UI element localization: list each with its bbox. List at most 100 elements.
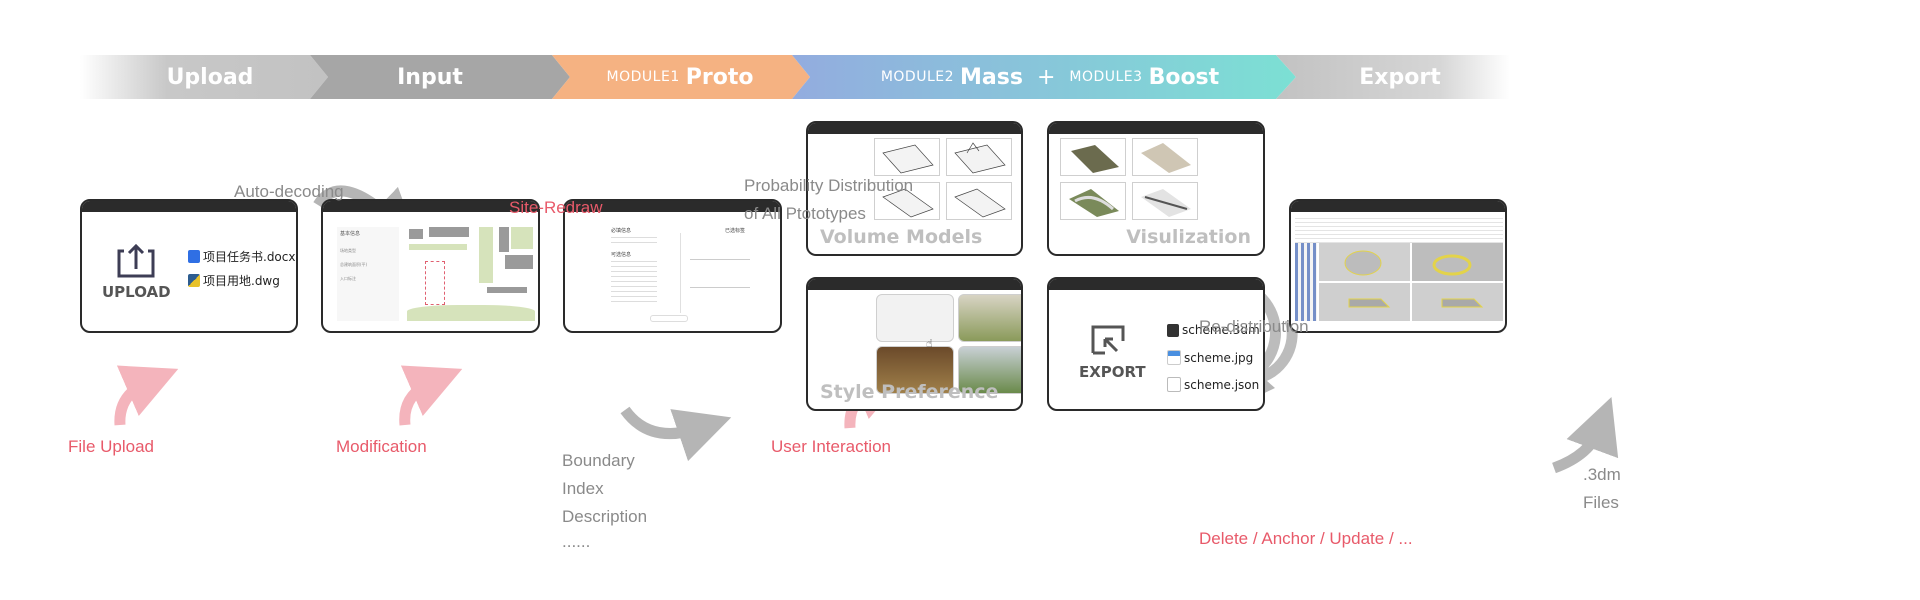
input-window: 基本信息 场地类型 总建筑面积(平) 入口标注 — [321, 199, 540, 333]
required-fields[interactable] — [611, 237, 657, 247]
visualization-caption: Visulization — [1126, 226, 1251, 248]
style-thumbnail[interactable] — [876, 346, 954, 394]
panel-title: 基本信息 — [340, 231, 361, 237]
window-titlebar — [808, 279, 1021, 290]
style-thumbnail[interactable] — [958, 294, 1021, 342]
panel-section: 总建筑面积(平) — [340, 262, 368, 267]
rhino-toolbar[interactable] — [1295, 215, 1503, 243]
viewport-top[interactable] — [1319, 243, 1410, 281]
window-titlebar — [565, 201, 780, 212]
pipeline-banner: Upload Input MODULE1 Proto MODULE2 Mass … — [80, 55, 1510, 99]
window-titlebar — [1049, 279, 1263, 290]
index-label: Index — [562, 479, 604, 498]
modification-label: Modification — [336, 437, 427, 456]
file-item-json[interactable]: scheme.json — [1167, 377, 1259, 392]
volume-thumbnail[interactable] — [946, 182, 1012, 220]
file-name: 项目任务书.docx — [203, 250, 296, 264]
divider — [690, 287, 750, 288]
stage-input-label: Input — [397, 64, 463, 90]
divider — [680, 233, 681, 313]
stage-boost-label: Boost — [1148, 64, 1220, 90]
file-item-jpg[interactable]: scheme.jpg — [1167, 350, 1253, 365]
divider — [690, 259, 750, 260]
volume-thumbnail[interactable] — [874, 138, 940, 176]
window-titlebar — [323, 201, 538, 212]
render-thumbnail[interactable] — [1060, 138, 1126, 176]
panel-section: 入口标注 — [340, 276, 356, 281]
stage-boost-module: MODULE3 — [1069, 69, 1143, 85]
export-window: EXPORT scheme.3dm scheme.jpg scheme.json — [1047, 277, 1265, 411]
redistribution-label: Re-distribution — [1199, 317, 1309, 336]
style-preference-window: ☝ Style Preference — [806, 277, 1023, 411]
export-icon[interactable] — [1089, 323, 1125, 357]
json-file-icon — [1167, 377, 1181, 392]
probability-label-line1: Probability Distribution — [744, 176, 914, 195]
style-thumbnail[interactable] — [876, 294, 954, 342]
volume-models-window: Volume Models — [806, 121, 1023, 256]
files-3dm-line1: .3dm — [1583, 465, 1621, 484]
window-titlebar — [1291, 201, 1505, 212]
viewport-perspective[interactable] — [1412, 243, 1503, 281]
arrow-modification — [399, 365, 463, 426]
stage-export-shape — [1276, 55, 1510, 99]
site-plan-map[interactable] — [407, 227, 535, 321]
stage-proto-shape — [552, 55, 810, 99]
stage-upload-shape — [80, 55, 328, 99]
stage-mass-boost: MODULE2 Mass + MODULE3 Boost — [820, 55, 1280, 99]
ellipsis-label: ...... — [562, 532, 591, 551]
window-titlebar — [1049, 123, 1263, 134]
stage-mass-boost-shape — [792, 55, 1296, 99]
panel-section: 场地类型 — [340, 248, 356, 253]
window-titlebar — [82, 201, 296, 212]
file-upload-label: File Upload — [68, 437, 154, 456]
style-thumbnail[interactable] — [958, 346, 1021, 394]
style-preference-caption: Style Preference — [820, 381, 999, 403]
image-file-icon — [1167, 350, 1181, 365]
arrow-to-rhino — [1552, 397, 1619, 474]
file-name: scheme.json — [1184, 377, 1260, 392]
stage-mass-label: Mass — [960, 64, 1023, 90]
description-label: Description — [562, 507, 648, 526]
stage-export: Export — [1300, 55, 1500, 99]
auto-decoding-label: Auto-decoding — [234, 182, 344, 201]
stage-input: Input — [330, 55, 530, 99]
plus-sign: + — [1036, 64, 1056, 90]
viewport-right[interactable] — [1412, 283, 1503, 321]
word-doc-icon — [188, 250, 200, 263]
file-item-3dm[interactable]: scheme.3dm — [1167, 323, 1260, 337]
delete-anchor-update-label: Delete / Anchor / Update / ... — [1199, 529, 1413, 548]
dwg-file-icon — [188, 274, 200, 287]
stage-input-shape — [310, 55, 570, 99]
upload-icon[interactable] — [116, 243, 156, 279]
render-thumbnail[interactable] — [1132, 138, 1198, 176]
render-thumbnail[interactable] — [1060, 182, 1126, 220]
render-thumbnail[interactable] — [1132, 182, 1198, 220]
user-interaction-label: User Interaction — [771, 437, 891, 456]
optional-title: 可选信息 — [611, 252, 632, 258]
volume-thumbnail[interactable] — [946, 138, 1012, 176]
file-name: 项目用地.dwg — [203, 274, 280, 288]
upload-window: UPLOAD 项目任务书.docx 项目用地.dwg — [80, 199, 298, 333]
optional-fields[interactable] — [611, 261, 657, 305]
upload-label: UPLOAD — [102, 283, 171, 301]
file-name: scheme.jpg — [1184, 350, 1254, 365]
generate-button[interactable] — [650, 315, 688, 322]
proto-window: 必填信息 可选信息 已选标签 — [563, 199, 782, 333]
stage-proto-module: MODULE1 — [606, 69, 680, 85]
rhino-window — [1289, 199, 1507, 333]
viewport-front[interactable] — [1319, 283, 1410, 321]
stage-mass-module: MODULE2 — [880, 69, 954, 85]
site-redraw-label: Site-Redraw — [509, 198, 603, 217]
stage-upload-label: Upload — [166, 64, 254, 90]
file-item-docx[interactable]: 项目任务书.docx — [188, 248, 295, 265]
window-titlebar — [808, 123, 1021, 134]
file-item-dwg[interactable]: 项目用地.dwg — [188, 272, 280, 289]
stage-export-label: Export — [1359, 64, 1441, 90]
rhino-tool-palette[interactable] — [1295, 243, 1317, 321]
arrow-boundary — [620, 406, 732, 462]
stage-proto-label: Proto — [685, 64, 754, 90]
volume-thumbnail[interactable] — [874, 182, 940, 220]
files-3dm-line2: Files — [1583, 493, 1619, 512]
visualization-window: Visulization — [1047, 121, 1265, 256]
cursor-hand-icon: ☝ — [926, 337, 933, 350]
